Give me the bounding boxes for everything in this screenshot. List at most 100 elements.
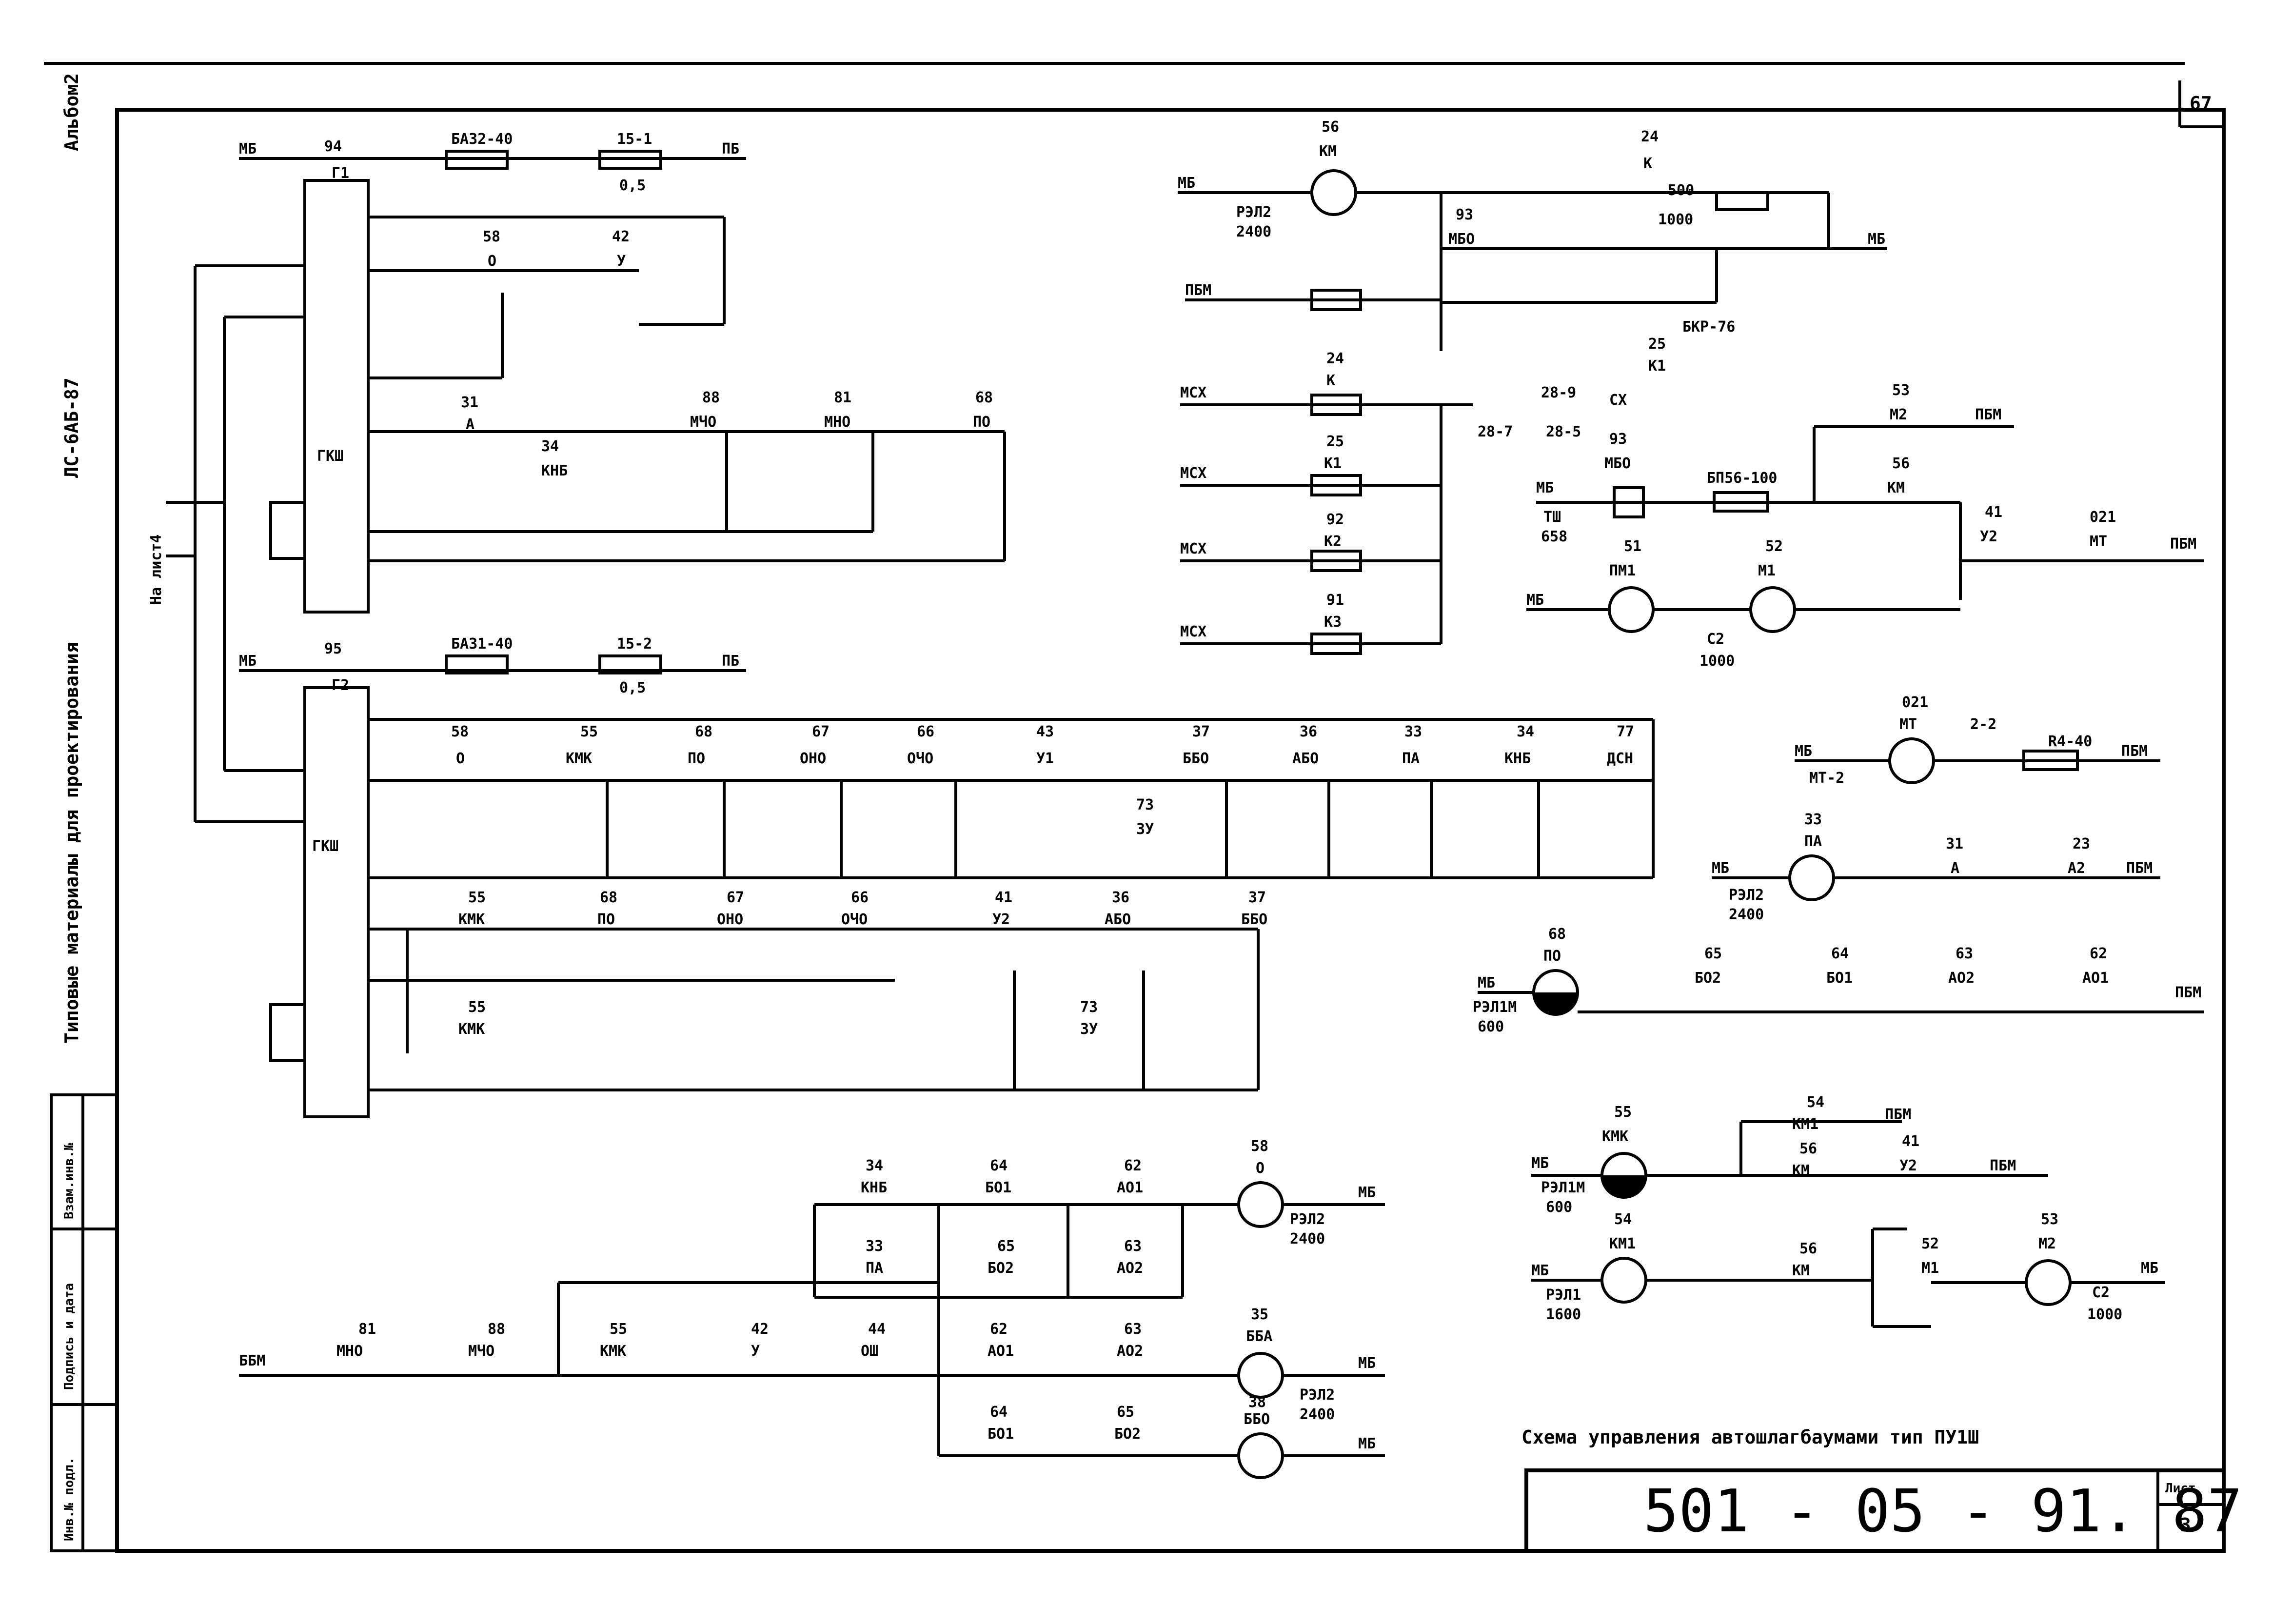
contact-num: 37 — [1248, 889, 1266, 906]
contact-num: 63 — [1124, 1321, 1142, 1338]
relay-num: 56 — [1322, 119, 1339, 136]
contact-name: ОШ — [861, 1343, 878, 1360]
po-value: 600 — [1478, 1018, 1504, 1035]
msx-row: МСХ 24 К — [1180, 350, 1473, 416]
contact-num: 81 — [358, 1321, 376, 1338]
bus-pb-label: ПБ — [722, 140, 739, 158]
contact-name: ПА — [866, 1260, 883, 1277]
bus-pbm-label: ПБМ — [2126, 860, 2153, 877]
bus-pbm-label: ПБМ — [2175, 984, 2201, 1001]
pa-num: 33 — [1804, 811, 1822, 828]
bus-pbm-label: ПБМ — [2170, 535, 2196, 553]
contact-name: ОНО — [800, 750, 826, 767]
resistor — [1715, 191, 1769, 211]
pa-type: РЭЛ2 — [1729, 887, 1764, 904]
contact-name: АО1 — [1117, 1179, 1143, 1196]
relay-num: 35 — [1251, 1306, 1268, 1323]
drawing-frame — [115, 108, 2226, 1553]
c2-name: С2 — [1707, 631, 1724, 648]
gksh-terminal-block — [303, 179, 370, 614]
album-label: Альбом2 — [61, 73, 82, 151]
relay-coil-bba — [1237, 1352, 1284, 1399]
relay-value: 2400 — [1290, 1230, 1325, 1248]
km1-name: КМ1 — [1792, 1116, 1818, 1133]
bus-pbm-label: ПБМ — [1185, 282, 1211, 299]
relay-coil-bbo — [1237, 1432, 1284, 1479]
resistor-label: БА31-40 — [451, 635, 513, 653]
fuse — [598, 150, 662, 170]
bus-mb-label: МБ — [1358, 1435, 1376, 1452]
k-name: К — [1643, 155, 1652, 172]
m2-name: М2 — [2038, 1235, 2056, 1252]
mbo-num: 93 — [1456, 206, 1473, 223]
contact-name: А — [466, 416, 474, 433]
contact-name: БО2 — [988, 1260, 1014, 1277]
contact-name: КНБ — [541, 462, 568, 479]
bkr-label: БКР-76 — [1682, 318, 1735, 336]
a-num: 31 — [1946, 835, 1963, 852]
y2-name: У2 — [1980, 528, 1997, 545]
relay-num: 38 — [1248, 1394, 1266, 1411]
contact-num: 41 — [995, 889, 1012, 906]
mt-name: МТ — [1899, 716, 1917, 733]
m1-name: М1 — [1758, 562, 1776, 579]
relay-num: 73 — [1136, 796, 1154, 813]
resistor — [445, 654, 509, 674]
bottom-panel: ББМ 81 МНО 88 МЧО 55 КМК 42 У 44 ОШ 34 К… — [239, 1138, 1385, 1479]
contact-name: У — [751, 1343, 760, 1360]
resistor-label: БА32-40 — [451, 131, 513, 148]
contact-name: МНО — [824, 414, 850, 431]
relay-coil-kmk-shade — [1602, 1175, 1646, 1197]
y2-num: 41 — [1902, 1133, 1919, 1150]
pm1-num: 51 — [1624, 538, 1641, 555]
relay-num: 92 — [1326, 511, 1344, 528]
relay-name: К1 — [1324, 455, 1342, 472]
relay-name: КМ — [1319, 143, 1337, 160]
contact-num: 63 — [1124, 1238, 1142, 1255]
series-label: ЛС-6АБ-87 — [61, 377, 82, 478]
stamp-inv-original: Инв.№ подл. — [62, 1457, 77, 1541]
bus-mb-label: МБ — [1795, 743, 1812, 760]
parallel-bot: 64 БО1 65 БО2 — [988, 1404, 1141, 1443]
bus-mb-label: МБ — [1536, 479, 1554, 496]
contact-num: 64 — [990, 1404, 1008, 1421]
relay-name: К3 — [1324, 614, 1342, 631]
contact-name: КМК — [600, 1343, 626, 1360]
row1-contacts: 58 О 55 КМК 68 ПО 67 ОНО 66 ОЧО 43 У1 37… — [451, 723, 1634, 767]
contact-num: 66 — [851, 889, 869, 906]
relay-type: РЭЛ2 — [1290, 1211, 1325, 1228]
bus-pb-label: ПБ — [722, 653, 739, 670]
mbo-num: 93 — [1609, 431, 1627, 448]
gksh-label: ГКШ — [312, 838, 338, 855]
contact-num: 65 — [997, 1238, 1015, 1255]
contact-name: КМК — [458, 911, 485, 928]
contact-num: 34 — [541, 438, 559, 455]
km1-type: РЭЛ1 — [1546, 1287, 1581, 1304]
contact-name: У2 — [992, 911, 1010, 928]
contact-num: 31 — [461, 394, 478, 411]
relay-name: О — [1256, 1160, 1265, 1177]
resistor — [445, 150, 509, 170]
list-number: 3 — [2180, 1514, 2191, 1536]
stamp-signature-date: Подпись и дата — [62, 1283, 77, 1390]
msx-row: МСХ 91 К3 — [1180, 592, 1441, 655]
chain-contacts: 81 МНО 88 МЧО 55 КМК 42 У 44 ОШ — [336, 1321, 886, 1360]
fuse-position: 95 — [324, 640, 342, 657]
relay-xxv — [1310, 289, 1362, 311]
jumper — [269, 501, 306, 560]
contact-num: 68 — [600, 889, 617, 906]
km-name: КМ — [1792, 1262, 1810, 1279]
contact-num: 42 — [751, 1321, 769, 1338]
contact-num: 65 — [1117, 1404, 1134, 1421]
bus-mb-label: МБ — [1712, 860, 1729, 877]
m1-num: 52 — [1921, 1235, 1939, 1252]
bus-mb-label: МБ — [2141, 1260, 2158, 1277]
relay-coil-po-shade — [1534, 992, 1578, 1014]
mbo-name: МБО — [1448, 231, 1475, 248]
row2-contacts: 55 КМК 68 ПО 67 ОНО 66 ОЧО 41 У2 36 АБО … — [458, 889, 1267, 928]
sx-label: 28-5 — [1546, 423, 1581, 440]
c2-value: 1000 — [1699, 653, 1735, 670]
resistor — [1713, 491, 1769, 513]
contact-name: КМК — [566, 750, 592, 767]
